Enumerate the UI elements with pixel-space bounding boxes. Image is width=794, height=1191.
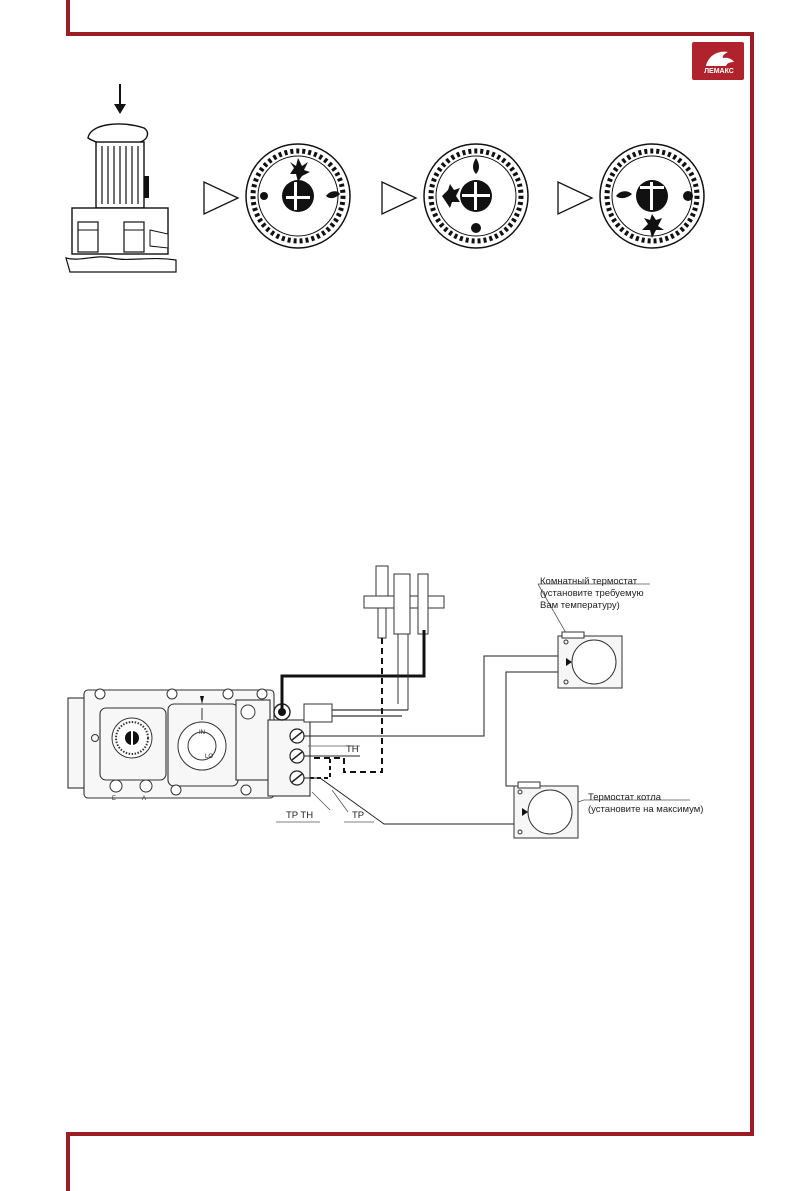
terminal-tp-th-label: TP TH (286, 810, 314, 821)
boiler-thermostat (513, 781, 579, 839)
dial-on (599, 143, 705, 249)
valve-e-label: E (112, 796, 117, 802)
dial-pilot (423, 143, 529, 249)
terminal-tp-label: TP (352, 810, 365, 821)
frame-top-line (66, 32, 754, 36)
brand-logo-text: ЛЕМАКС (704, 68, 734, 75)
boiler-thermostat-title: Термостат котла (588, 792, 662, 803)
valve-a-label: A (142, 796, 147, 802)
room-thermostat-line2: Вам температуру) (540, 600, 620, 611)
dial-off (245, 143, 351, 249)
frame-bottom-left (66, 1132, 70, 1191)
boiler-thermostat-subtitle: (установите на максимум) (588, 804, 704, 815)
valve-lo-label: LO (205, 754, 214, 760)
room-thermostat-title: Комнатный термостат (540, 576, 638, 587)
frame-right-line (750, 32, 754, 1136)
terminal-th-label: TH (346, 744, 359, 755)
frame-top-left (66, 0, 70, 36)
room-thermostat (557, 631, 623, 689)
brand-logo (692, 42, 744, 80)
valve-in-label: IN (199, 730, 205, 736)
room-thermostat-line1: (установите требуемую (540, 588, 644, 599)
frame-bottom-line (66, 1132, 754, 1136)
